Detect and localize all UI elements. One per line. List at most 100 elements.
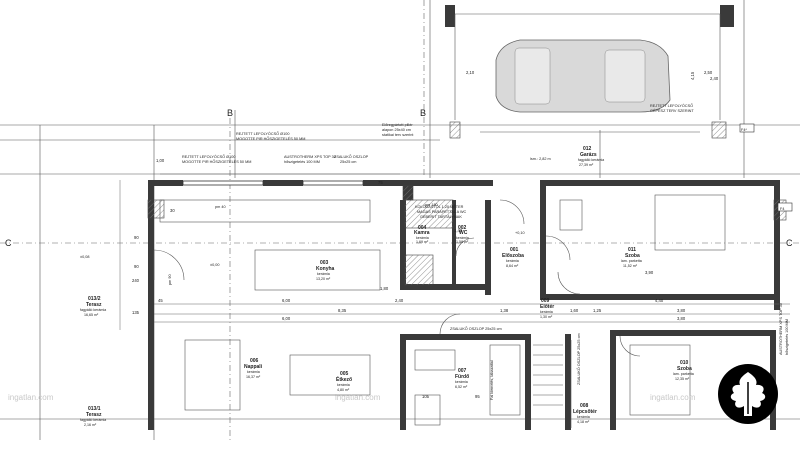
window-tag-f4-star: F4* [741, 128, 747, 132]
dim-75: 75 [378, 180, 383, 185]
room-area-011: 11,52 m² [623, 264, 638, 268]
dim-240-mid: 2,40 [395, 298, 404, 303]
room-name-012: Garázs [580, 152, 597, 158]
outer-walls: F4 [147, 180, 793, 430]
room-name-001: Előszoba [502, 253, 524, 259]
note-column-2: ZSALUKŐ OSZLOP 25x25 cm [450, 326, 502, 331]
room-number-001: 001 [510, 247, 519, 253]
dim-garage-415: 4,15 [690, 71, 695, 80]
room-area-013-1: 2,16 m² [84, 423, 97, 427]
room-number-010: 010 [680, 360, 689, 366]
room-name-013-1: Terasz [86, 412, 102, 418]
dim-440: 4,40 [655, 298, 664, 303]
axis-label-c-left: C [5, 238, 12, 248]
note-pillar-a: Előregyártott pillér [382, 123, 413, 127]
watermark-text-2: ingatlan.com [335, 393, 381, 402]
room-number-009: 009 [541, 298, 550, 304]
room-sub-008: kerámia [577, 415, 590, 419]
room-sub-001: kerámia [506, 259, 519, 263]
dimension-lines [119, 173, 790, 330]
dim-180: 1,80 [380, 286, 389, 291]
dim-45: 45 [158, 298, 163, 303]
room-number-008: 008 [580, 403, 589, 409]
room-name-011: Szoba [625, 253, 640, 259]
dim-90-a: 90 [134, 235, 139, 240]
room-area-013-2: 16,65 m² [84, 313, 99, 317]
note-wc-c: GEBERIT TARTÁLYNAK [420, 215, 462, 219]
room-sub-005: kerámia [337, 383, 350, 387]
room-name-005: Étkező [336, 375, 352, 383]
note-drain-2b: MOGOTTE PIR HŐSZIGETELÉS 50 MM [182, 159, 251, 164]
room-area-003: 13,20 m² [316, 277, 331, 281]
garage: F4* REJTETT LEFOLYÓCSŐ GÉPÉSZ TERV SZERI… [445, 5, 755, 167]
room-number-013-1: 013/1 [88, 406, 101, 412]
axis-label-b-mid: B [420, 108, 426, 118]
note-drain-1b: MOGOTTE PIR HŐSZIGETELÉS 50 MM [236, 136, 305, 141]
note-column-3: ZSALUKŐ OSZLOP 25x25 cm [576, 333, 581, 385]
room-sub-011: lam. parketta [621, 259, 642, 263]
note-xps-2a: AUSTROTHERM XPS TOP 30 [779, 303, 783, 355]
room-number-011: 011 [628, 247, 636, 253]
dim-garage-240: 2,40 [710, 76, 719, 81]
room-name-006: Nappali [244, 364, 263, 370]
room-area-004: 1,69 m² [416, 240, 429, 244]
dim-138: 1,38 [500, 308, 509, 313]
room-area-009: 1,30 m² [540, 315, 553, 319]
note-hidden-drain-garage-2: GÉPÉSZ TERV SZERINT [650, 108, 694, 113]
car-icon [495, 39, 671, 113]
dim-240-left: 240 [132, 278, 140, 283]
room-area-008: 4,18 m² [577, 420, 590, 424]
note-column-1b: 25x25 cm [340, 160, 356, 164]
note-pm-180: pm 180 [425, 203, 438, 207]
room-sub-006: kerámia [247, 370, 260, 374]
room-name-008: Lépcsőtér [573, 409, 597, 415]
room-area-006: 16,37 m² [246, 375, 261, 379]
note-column-1a: ZSALUKŐ OSZLOP [334, 154, 369, 159]
note-drain-2a: REJTETT LEFOLYÓCSŐ Ø100 [182, 154, 235, 159]
watermark-text-1: ingatlan.com [8, 393, 54, 402]
dim-garage-210: 2,10 [466, 70, 475, 75]
room-sub-010: lam. parketta [673, 372, 694, 376]
dim-380-b: 3,80 [677, 316, 686, 321]
room-name-004: Kamra [414, 230, 430, 236]
room-number-005: 005 [340, 371, 349, 377]
room-number-004: 004 [418, 225, 427, 231]
note-wall-raise: Fal kiemelés, lábazattal [490, 360, 494, 400]
doors [153, 199, 641, 357]
room-sub-007: kerámia [455, 380, 468, 384]
note-xps-1a: AUSTROTHERM XPS TOP 30 [284, 155, 336, 159]
note-height-garage: lsm.: 2,82 m [530, 157, 551, 161]
room-name-010: Szoba [677, 366, 692, 372]
level-zero: ±0,00 [210, 263, 219, 267]
room-area-010: 12,35 m² [675, 377, 690, 381]
watermark-text-3: ingatlan.com [650, 393, 696, 402]
room-name-003: Konyha [316, 266, 335, 272]
room-area-007: 6,52 m² [455, 385, 468, 389]
dim-835: 8,35 [338, 308, 347, 313]
room-sub-013-1: fagyálló kerámia [80, 418, 106, 422]
note-wc-a: KOLÓDÁSTÓL 1,20 MÉTER [415, 204, 464, 209]
dim-140: 1,40 [454, 228, 463, 233]
note-hidden-drain-garage-1: REJTETT LEFOLYÓCSŐ [650, 103, 693, 108]
note-pm-40: pm 40 [215, 205, 226, 209]
dim-garage-250: 2,50 [704, 70, 713, 75]
annotations: REJTETT LEFOLYÓCSŐ Ø100 MOGOTTE PIR HŐSZ… [80, 123, 789, 400]
room-labels: 003 Konyha kerámia 13,20 m² 004 Kamra ke… [80, 225, 694, 427]
oak-leaf-logo-icon [718, 364, 778, 424]
dimension-labels: 6,00 8,35 2,40 6,00 1,38 1,60 1,25 3,90 … [132, 158, 686, 399]
room-sub-003: kerámia [317, 272, 330, 276]
note-drain-1a: REJTETT LEFOLYÓCSŐ Ø100 [236, 131, 289, 136]
room-number-007: 007 [458, 368, 467, 374]
inner-walls [400, 185, 776, 430]
room-name-013-2: Terasz [86, 302, 102, 308]
room-number-006: 006 [250, 358, 259, 364]
level-plus-010: +0,10 [515, 231, 525, 235]
note-pillar-b: alapon 25x40 cm [382, 128, 411, 132]
level-plus-008: ±0,08 [80, 255, 89, 259]
room-name-009: Előtér [540, 304, 554, 310]
room-area-012: 27,39 m² [579, 163, 594, 167]
dim-390: 3,90 [645, 270, 654, 275]
room-number-013-2: 013/2 [88, 296, 101, 302]
dim-30: 30 [170, 208, 175, 213]
